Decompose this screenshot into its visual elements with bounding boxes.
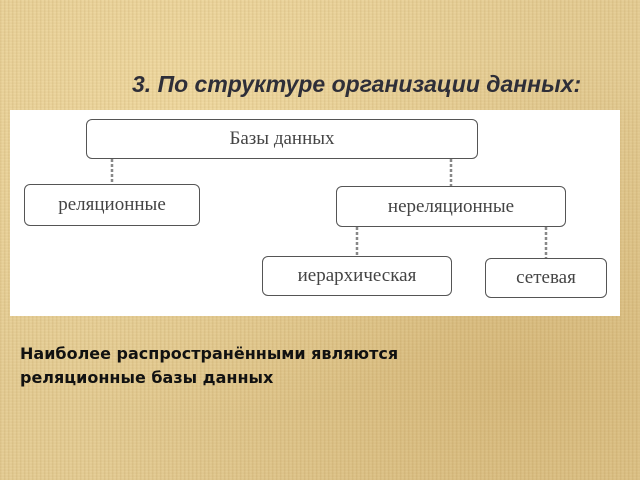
caption-line-2: реляционные базы данных	[20, 368, 274, 387]
node-network: сетевая	[485, 258, 607, 298]
node-nonrelational: нереляционные	[336, 186, 566, 227]
diagram-connectors	[110, 159, 548, 258]
node-hierarchical: иерархическая	[262, 256, 452, 296]
caption-text: Наиболее распространёнными являются реля…	[20, 342, 620, 390]
node-databases: Базы данных	[86, 119, 478, 159]
diagram-panel: Базы данных реляционные нереляционные ие…	[10, 110, 620, 316]
slide-title: 3. По структуре организации данных:	[132, 71, 582, 97]
node-relational: реляционные	[24, 184, 200, 226]
caption-line-1: Наиболее распространёнными являются	[20, 344, 399, 363]
